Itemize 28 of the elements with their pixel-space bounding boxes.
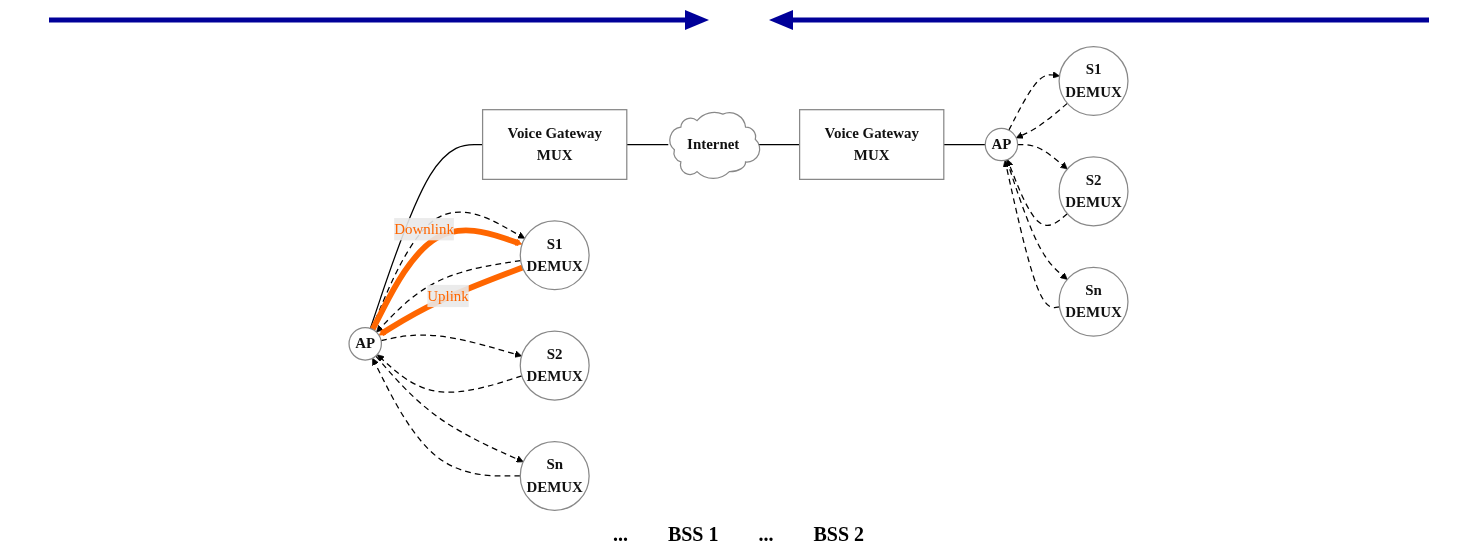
note-label: BSS 2	[813, 522, 865, 546]
node-circle: Sn DEMUX	[519, 440, 590, 511]
node-circle: S1 DEMUX	[519, 220, 590, 291]
node-circle: S2 DEMUX	[519, 330, 590, 401]
node-box: Voice Gateway MUX	[482, 109, 628, 180]
note-label: ...	[758, 522, 774, 546]
arrow	[1006, 159, 1068, 226]
note-label: ...	[612, 522, 628, 546]
arrow	[376, 354, 523, 393]
node-circle: AP	[984, 127, 1019, 162]
edge-label: Downlink	[394, 220, 454, 238]
node-circle: Sn DEMUX	[1058, 266, 1129, 337]
connector	[943, 143, 986, 146]
arrow	[1015, 102, 1068, 139]
node-circle: S2 DEMUX	[1058, 156, 1129, 227]
edge-label: Uplink	[427, 287, 469, 304]
arrow	[1017, 143, 1068, 170]
arrow	[370, 211, 526, 330]
node-box: Voice Gateway MUX	[799, 109, 945, 180]
arrow	[375, 355, 524, 463]
arrow	[1008, 71, 1060, 131]
node-circle: S1 DEMUX	[1058, 46, 1129, 117]
arrow	[1005, 159, 1068, 280]
connector	[626, 143, 669, 146]
arrow	[372, 357, 521, 477]
node-circle: AP	[348, 327, 382, 361]
arrow	[370, 227, 523, 331]
note-label: BSS 1	[667, 522, 719, 546]
